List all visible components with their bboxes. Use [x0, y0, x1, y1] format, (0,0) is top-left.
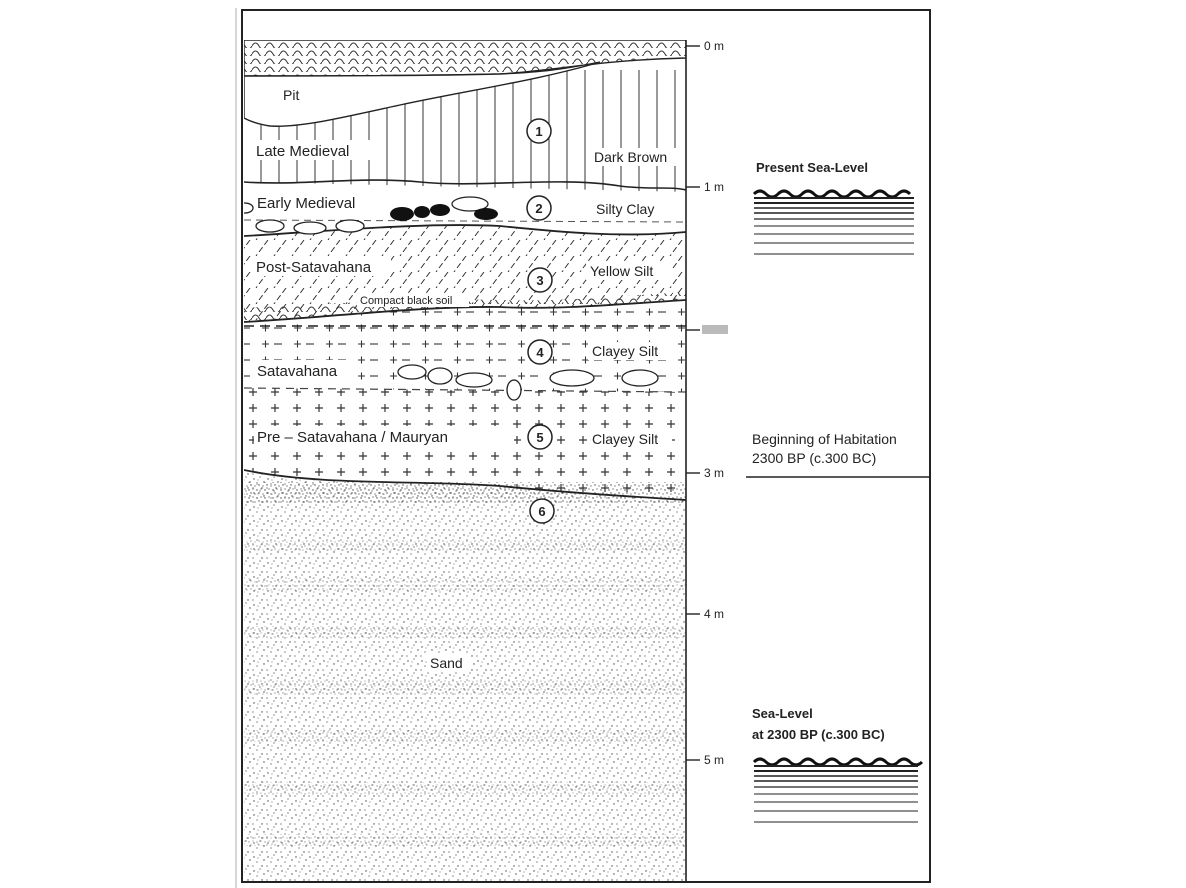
layer-2-sediment: Silty Clay [596, 201, 654, 217]
layer-4-sediment: Clayey Silt [592, 343, 658, 359]
boundary-4-5 [244, 387, 686, 393]
boundary-5-6 [244, 469, 686, 501]
depth-tick-2m [686, 325, 728, 334]
layer-number: 6 [538, 504, 545, 519]
pebbles-group [244, 196, 659, 401]
pit-label: Pit [283, 87, 299, 103]
layer-3-period: Post-Satavahana [256, 259, 372, 276]
charcoal-lumps [390, 204, 498, 221]
layer-1-period: Late Medieval [256, 143, 349, 160]
depth-tick: 1 m [686, 180, 724, 194]
depth-ticks: 0 m 1 m 3 m 4 m 5 m [686, 39, 728, 767]
boundary-1-2 [244, 179, 686, 191]
depth-tick: 4 m [686, 607, 724, 621]
layer-1-sediment: Dark Brown [594, 149, 667, 165]
habitation-note: Beginning of Habitation 2300 BP (c.300 B… [746, 431, 930, 478]
layer-number: 2 [535, 201, 542, 216]
pit-feature [244, 61, 601, 127]
layer-number: 4 [536, 345, 544, 360]
layer-number: 3 [536, 273, 543, 288]
depth-tick-label: 1 m [704, 180, 724, 194]
depth-tick-label: 5 m [704, 753, 724, 767]
water-hatching [754, 765, 918, 823]
present-sea-level-panel: Present Sea-Level [752, 160, 914, 255]
layer-5-period: Pre – Satavahana / Mauryan [257, 429, 448, 446]
layer-number: 1 [535, 124, 542, 139]
layer-number: 5 [536, 430, 543, 445]
water-hatching [754, 197, 914, 255]
layer-4-period: Satavahana [257, 363, 338, 380]
depth-tick-label: 3 m [704, 466, 724, 480]
past-sea-level-label-line1: Sea-Level [752, 706, 813, 721]
layer-6-sediment: Sand [430, 655, 463, 671]
habitation-label-line2: 2300 BP (c.300 BC) [752, 450, 876, 466]
layer-numbers: 1 2 3 4 5 6 [526, 118, 555, 524]
compact-black-soil-label: Compact black soil [360, 295, 452, 307]
depth-tick: 3 m [686, 466, 724, 480]
layer-2-period: Early Medieval [257, 195, 355, 212]
layer-labels: Pit Late Medieval Dark Brown Early Medie… [253, 86, 682, 672]
depth-tick: 5 m [686, 753, 724, 767]
layer-6-fill [244, 470, 686, 882]
past-sea-level-panel: Sea-Level at 2300 BP (c.300 BC) [752, 706, 924, 823]
layer-3-fill [244, 225, 686, 322]
past-sea-level-label-line2: at 2300 BP (c.300 BC) [752, 727, 885, 742]
habitation-label-line1: Beginning of Habitation [752, 431, 897, 447]
depth-tick-label: 0 m [704, 39, 724, 53]
depth-tick-label: 4 m [704, 607, 724, 621]
present-sea-level-label: Present Sea-Level [756, 160, 868, 175]
depth-tick: 0 m [686, 39, 724, 53]
layer-3-sediment: Yellow Silt [590, 263, 653, 279]
layer-5-sediment: Clayey Silt [592, 431, 658, 447]
